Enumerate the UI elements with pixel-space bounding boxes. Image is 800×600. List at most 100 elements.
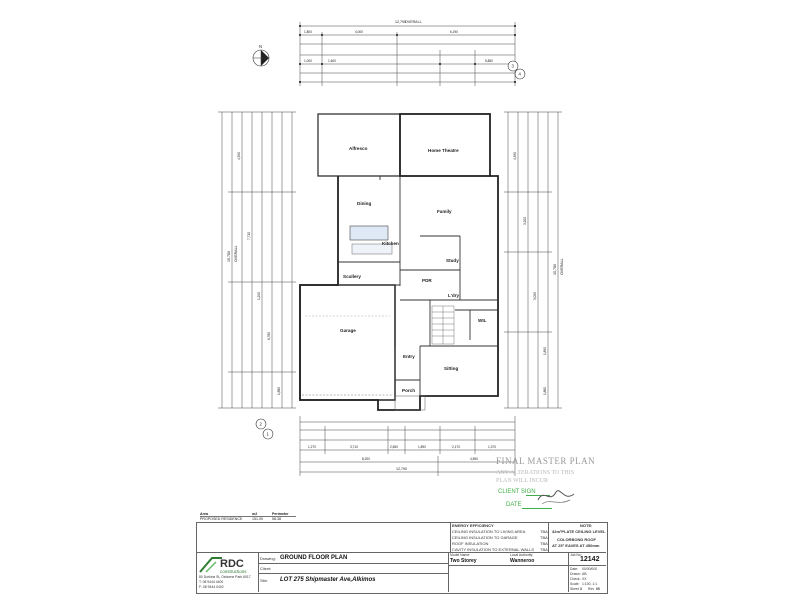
company-address-2: T: 08 9444 4400 <box>199 580 224 584</box>
stamp-line-2: ANY ALTERATIONS TO THIS <box>496 470 575 476</box>
rev-label: Rev <box>588 587 595 591</box>
note-label: NOTE: <box>580 523 593 528</box>
left-dim-5: 1,880 <box>277 387 281 395</box>
note-roof: COLORBOND ROOF <box>557 537 596 542</box>
energy-row-3: ROOF INSULATION <box>452 541 489 546</box>
room-garage: Garage <box>340 328 356 333</box>
stamp-client-sign: CLIENT SIGN <box>498 489 536 495</box>
stamp-line-3: PLAN WILL INCUR <box>496 478 548 484</box>
right-overall-label: OVERALL <box>560 258 564 275</box>
top-dim-6: 5,850 <box>485 59 493 63</box>
bottom-dim-4: 1,890 <box>418 445 426 449</box>
rev-value: 00 <box>596 587 600 591</box>
room-sitting: Sitting <box>444 366 458 371</box>
site-label: Site: <box>260 578 269 583</box>
divider <box>450 522 451 552</box>
bottom-dim-7: 8,200 <box>362 457 370 461</box>
staircase <box>431 305 455 345</box>
porch-step <box>394 395 426 411</box>
drawn-value: AB <box>582 572 587 576</box>
company-name: RDC <box>220 558 244 570</box>
divider <box>258 552 259 592</box>
scale-value: 1:100, 1:1 <box>582 582 598 586</box>
energy-row-4: CAVITY INSULATION TO EXTERNAL WALLS <box>452 547 535 552</box>
company-sub: constructions <box>220 569 247 574</box>
stamp-date: DATE <box>506 502 522 508</box>
model-label: Model Name: <box>450 553 471 557</box>
company-address-1: 80 Dorkins St, Osborne Park 6017 <box>199 575 251 579</box>
drawing-label: Drawing: <box>260 556 276 561</box>
right-dim-3: 3,090 <box>533 292 537 300</box>
check-label: Check: <box>570 577 581 581</box>
note-pitch: AT 25° EAVES AT 450mm <box>552 543 600 548</box>
section-marker-bottom <box>255 418 274 440</box>
stamp-final-master-plan: FINAL MASTER PLAN <box>496 456 596 466</box>
room-study: Study <box>446 258 459 263</box>
top-dim-2: 4,000 <box>355 30 363 34</box>
left-dim-2: 7,710 <box>247 232 251 240</box>
room-wil: WIL <box>478 318 487 323</box>
interior-walls <box>338 176 498 400</box>
area-header-perimeter: Perimeter <box>272 512 289 516</box>
energy-row-4-val: TBA <box>540 547 548 552</box>
room-scullery: Scullery <box>343 274 361 279</box>
bottom-overall-dimension: 12,790 <box>396 467 407 471</box>
room-lndry: L'dry <box>448 293 459 298</box>
area-header-area: Area <box>200 512 208 516</box>
scale-label: Scale: <box>570 582 580 586</box>
sheet-label: Sheet <box>570 587 579 591</box>
company-address-3: F: 08 9444 0402 <box>199 585 224 589</box>
energy-row-2-val: TBA <box>540 535 548 540</box>
top-dim-5: 1,600 <box>328 59 336 63</box>
energy-row-3-val: TBA <box>540 541 548 546</box>
bottom-dim-1: 1,270 <box>308 445 316 449</box>
section-marker-bottom-a: 2 <box>260 422 263 427</box>
bottom-dim-5: 2,170 <box>452 445 460 449</box>
left-overall-label: OVERALL <box>234 245 238 262</box>
right-dim-4: 1,890 <box>543 347 547 355</box>
left-overall-dimension: 15,780 <box>227 251 231 262</box>
date-value: 00/00/000 <box>582 567 598 571</box>
room-porch: Porch <box>402 388 415 393</box>
kitchen-bench <box>351 243 393 255</box>
right-dim-2: 3,200 <box>523 217 527 225</box>
lga-name: Wanneroo <box>510 558 535 564</box>
divider <box>448 565 606 566</box>
check-value: XX <box>582 577 587 581</box>
drawing-title: GROUND FLOOR PLAN <box>280 555 348 561</box>
room-kitchen: Kitchen <box>382 241 399 246</box>
top-dimension-ticks <box>299 25 516 83</box>
job-label: Job No: <box>570 553 582 557</box>
room-family: Family <box>437 209 452 214</box>
company-logo: RDC constructions <box>199 557 247 574</box>
bottom-dim-8: 4,590 <box>470 457 478 461</box>
kitchen-island <box>349 225 389 241</box>
site-address: LOT 275 Shipmaster Ave,Alkimos <box>280 577 376 583</box>
top-dim-3: 6,190 <box>450 30 458 34</box>
room-dining: Dining <box>357 201 371 206</box>
date-label: Date: <box>570 567 579 571</box>
bottom-dim-2: 3,710 <box>350 445 358 449</box>
client-label: Client: <box>260 566 272 571</box>
titleblock <box>196 522 608 594</box>
section-marker-bottom-b: 1 <box>267 432 270 437</box>
note-plate-ceiling: 32m²PLATE CEILING LEVEL <box>552 529 606 534</box>
divider <box>568 552 569 592</box>
bottom-dimension-lines <box>299 416 516 476</box>
drawn-label: Drawn: <box>570 572 581 576</box>
divider <box>196 552 606 553</box>
left-dimension-lines <box>218 111 296 409</box>
room-pdr: PDR <box>422 278 432 283</box>
north-label: N <box>259 44 262 49</box>
signature-mark <box>537 490 575 505</box>
left-dim-1: 4,390 <box>237 152 241 160</box>
job-number: 12142 <box>580 556 600 563</box>
left-dim-3: 1,290 <box>257 292 261 300</box>
section-marker-top <box>507 60 526 80</box>
top-overall-label: OVERALL <box>405 20 422 24</box>
room-entry: Entry <box>403 354 415 359</box>
section-marker-top-a: 3 <box>512 64 515 69</box>
right-dimension-lines <box>504 111 562 409</box>
